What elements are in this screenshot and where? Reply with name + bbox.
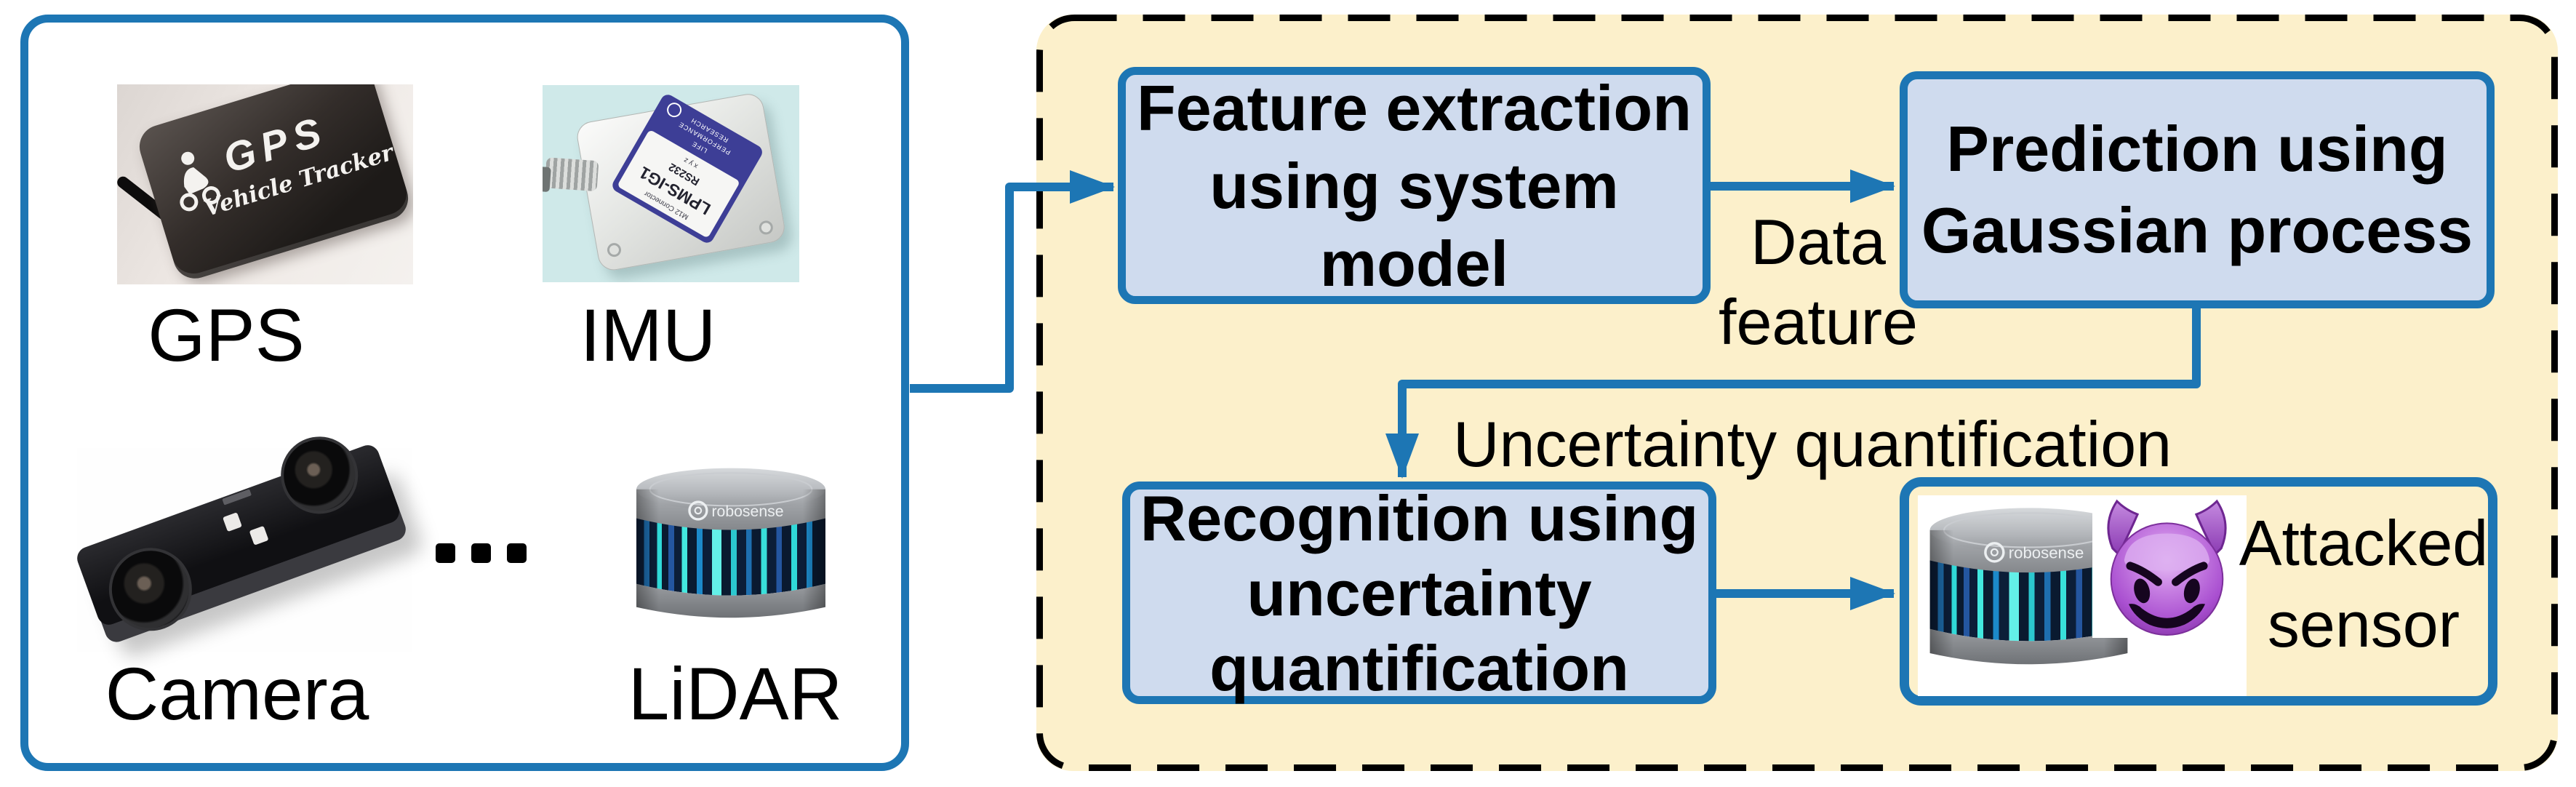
- feature-extraction-box: Feature extraction using system model: [1118, 67, 1711, 304]
- prediction-box: Prediction using Gaussian process: [1900, 71, 2495, 308]
- attacked-lidar-photo: [1918, 495, 2247, 696]
- sensors-panel: GPS Vehicle Tracker GPS M12 Connector LP…: [20, 15, 909, 771]
- lidar-label: LiDAR: [628, 652, 843, 735]
- gps-device: GPS Vehicle Tracker: [134, 84, 413, 284]
- uncertainty-quantification-label: Uncertainty quantification: [1453, 408, 2172, 480]
- attacked-sensor-box: Attacked sensor: [1900, 477, 2497, 706]
- camera-photo: [73, 426, 412, 652]
- lp-research-logo: [664, 100, 684, 120]
- gps-rider-icon: [180, 151, 220, 212]
- imu-photo: M12 Connector LPMS-IG1 RS232 x y z LIFE …: [543, 85, 799, 282]
- attacked-sensor-label: Attacked sensor: [2239, 507, 2489, 660]
- imu-connector: [544, 157, 599, 192]
- ellipsis-dots: [436, 543, 552, 563]
- stereo-camera-device: [73, 426, 414, 654]
- imu-label: IMU: [580, 294, 716, 377]
- gps-photo: GPS Vehicle Tracker: [117, 84, 413, 284]
- recognition-box: Recognition using uncertainty quantifica…: [1122, 482, 1716, 704]
- gps-label: GPS: [148, 294, 305, 377]
- camera-label: Camera: [105, 652, 369, 735]
- devil-emoji-icon: [2092, 498, 2241, 638]
- lidar-image: [625, 460, 837, 644]
- data-feature-label: Data feature: [1719, 206, 1918, 358]
